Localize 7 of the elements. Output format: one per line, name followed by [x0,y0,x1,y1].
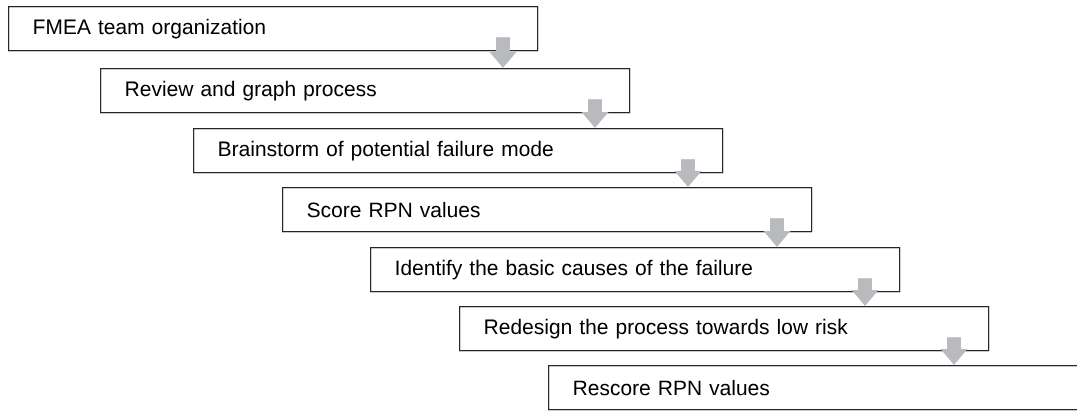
step-box: Rescore RPN values [548,365,1077,411]
step-box: Review and graph process [100,68,631,114]
step-box: FMEA team organization [8,6,539,52]
step-box: Brainstorm of potential failure mode [193,128,724,174]
step-box: Identify the basic causes of the failure [370,247,901,293]
step-box: Score RPN values [282,187,813,233]
step-box: Redesign the process towards low risk [459,306,990,352]
